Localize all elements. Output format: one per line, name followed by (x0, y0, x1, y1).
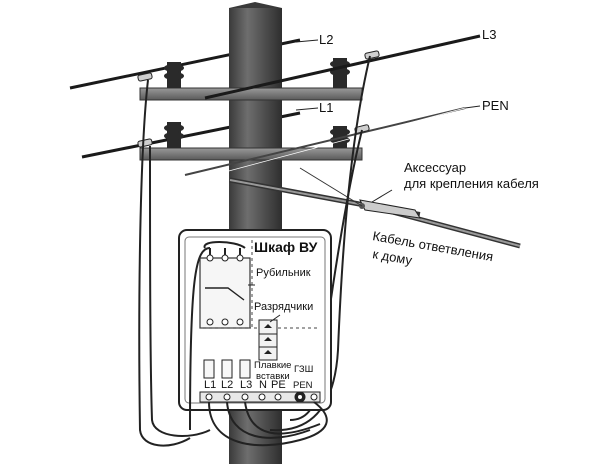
upper-crossarm (139, 87, 363, 101)
label-switch: Рубильник (256, 267, 311, 279)
wire-clamp (137, 50, 380, 148)
label-accessory-line2: для крепления кабеля (404, 176, 539, 191)
label-accessory-line1: Аксессуар (404, 160, 466, 175)
label-wire-l2: L2 (319, 32, 333, 47)
leader-lines (248, 39, 481, 323)
overhead-wires-front (184, 34, 481, 181)
label-fuses-line2: вставки (256, 371, 290, 382)
label-ground-bus: ГЗШ (294, 364, 313, 375)
terminal-block (199, 391, 321, 403)
label-fuses-line1: Плавкие (254, 360, 291, 371)
main-switch (199, 254, 251, 329)
label-arresters: Разрядчики (254, 301, 313, 313)
label-terminal-l2: L2 (221, 379, 233, 391)
label-wire-l1: L1 (319, 100, 333, 115)
cable-holder-accessory (299, 167, 421, 219)
label-cabinet-title: Шкаф ВУ (254, 239, 318, 255)
drop-wires (138, 55, 371, 447)
fuse-links (203, 359, 251, 379)
surge-arresters (258, 319, 278, 361)
label-terminal-l1: L1 (204, 379, 216, 391)
label-terminal-n: N (259, 379, 267, 391)
label-terminal-l3: L3 (240, 379, 252, 391)
label-wire-l3: L3 (482, 27, 496, 42)
label-terminal-pe: PE (271, 379, 286, 391)
outgoing-wires (208, 401, 328, 447)
label-cable-line2: к дому (371, 246, 413, 268)
label-wire-pen: PEN (482, 98, 509, 113)
insulator (164, 58, 350, 148)
label-terminal-pen: PEN (293, 380, 313, 391)
